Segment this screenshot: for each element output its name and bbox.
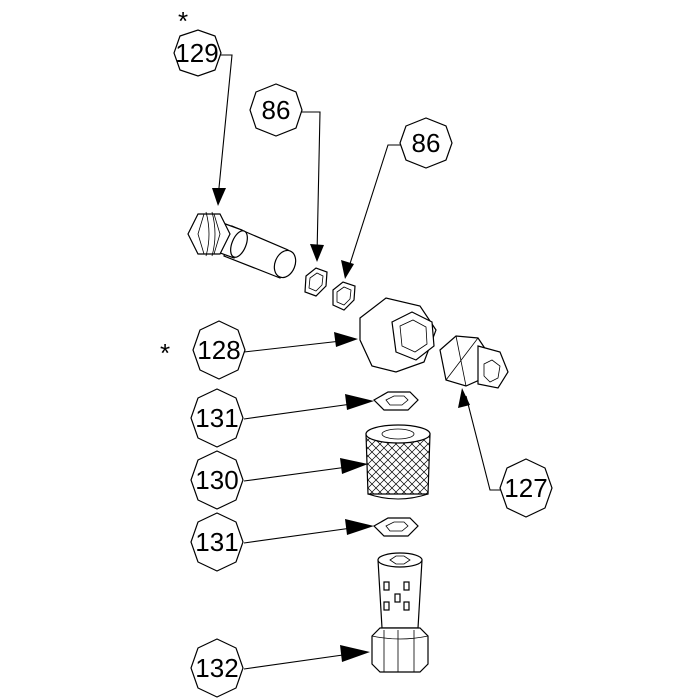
callout-132: 132	[190, 638, 244, 698]
part-131-washer-lower	[373, 517, 419, 537]
part-127-adapter	[439, 335, 509, 389]
callout-86-lower: 86	[399, 117, 453, 169]
callout-128: 128	[192, 320, 246, 380]
callout-129: 129	[173, 29, 222, 77]
star-marker-left: *	[160, 338, 170, 368]
callout-127: 127	[499, 458, 553, 518]
callout-129-label: 129	[175, 38, 218, 68]
part-129-fitting	[187, 211, 297, 279]
part-131-washer-upper	[373, 391, 419, 411]
callout-86-lower-label: 86	[412, 128, 441, 158]
callout-132-label: 132	[195, 653, 238, 683]
callout-131-lower-label: 131	[195, 527, 238, 557]
callout-130: 130	[190, 450, 244, 510]
part-130-knurled-nut	[365, 424, 431, 500]
callout-86-upper: 86	[249, 83, 303, 137]
callout-127-label: 127	[504, 473, 547, 503]
callout-131-upper: 131	[190, 388, 244, 448]
part-86-washers	[304, 267, 356, 311]
callout-86-upper-label: 86	[262, 95, 291, 125]
star-marker-top: *	[178, 6, 188, 36]
part-132-sleeve	[371, 552, 429, 673]
part-128-elbow	[359, 297, 437, 373]
callout-131-upper-label: 131	[195, 403, 238, 433]
callout-130-label: 130	[195, 465, 238, 495]
callout-128-label: 128	[197, 335, 240, 365]
callout-131-lower: 131	[190, 512, 244, 572]
